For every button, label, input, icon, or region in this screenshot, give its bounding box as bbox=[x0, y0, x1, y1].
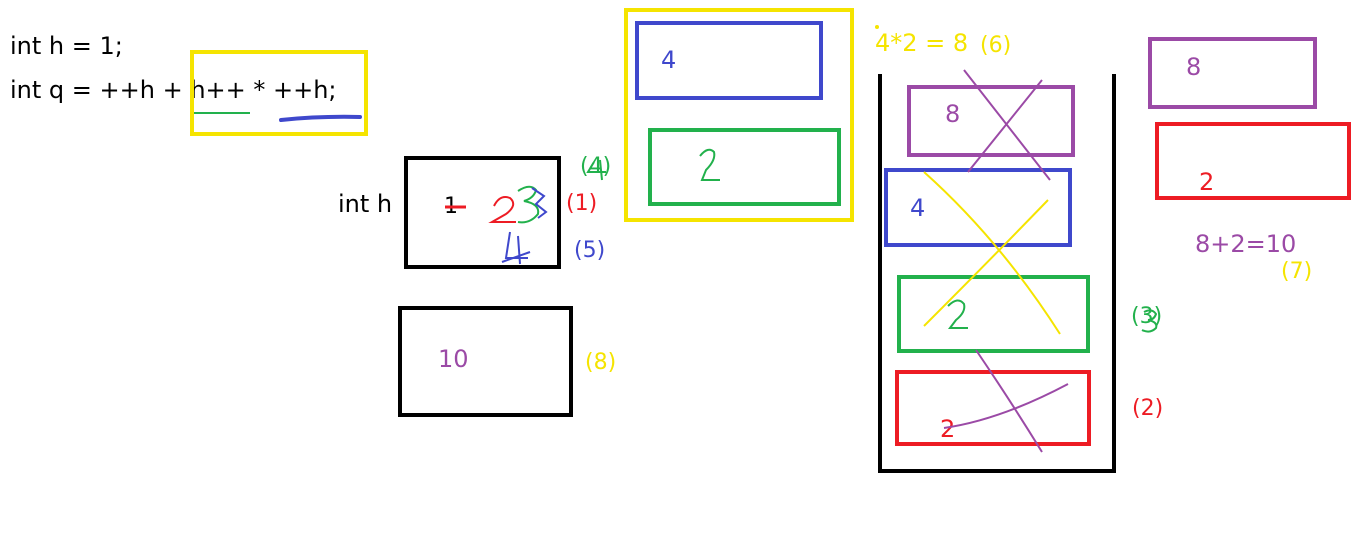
handwritten-3-green bbox=[517, 185, 540, 224]
step-2-label: (2) bbox=[1132, 396, 1164, 421]
stack-item-purple bbox=[907, 85, 1075, 157]
scribble-blue bbox=[531, 187, 548, 219]
handwritten-3-stack-green bbox=[1141, 309, 1158, 333]
operand-green-box bbox=[648, 128, 841, 206]
var-h-box bbox=[404, 156, 561, 269]
step-8-label: (8) bbox=[585, 350, 617, 375]
result-value: 10 bbox=[438, 345, 469, 373]
operand-stack bbox=[878, 74, 1116, 473]
step-7-label: (7) bbox=[1281, 259, 1313, 284]
stack-item-blue-value: 4 bbox=[910, 194, 926, 222]
handwritten-4-green bbox=[586, 159, 606, 181]
step-5-label: (5) bbox=[574, 238, 606, 263]
step-6-label: (6) bbox=[980, 33, 1012, 58]
right-purple-box bbox=[1148, 37, 1317, 109]
multiply-text: 4*2 = 8 bbox=[875, 29, 969, 57]
operand-blue-value: 4 bbox=[661, 46, 677, 74]
handwritten-2-stack-green bbox=[947, 299, 968, 329]
yellow-dot bbox=[875, 25, 879, 29]
cross-purple-stack-bottom bbox=[943, 349, 1069, 453]
handwritten-2-operand bbox=[699, 148, 720, 181]
cross-yellow-middle bbox=[923, 171, 1061, 335]
stack-item-purple-value: 8 bbox=[945, 100, 961, 128]
stack-item-red bbox=[895, 370, 1091, 446]
right-purple-value: 8 bbox=[1186, 53, 1202, 81]
stack-item-green bbox=[897, 275, 1090, 353]
operand-blue-box bbox=[635, 21, 823, 100]
highlight-box-expression bbox=[190, 50, 368, 136]
stack-item-red-value: 2 bbox=[940, 415, 956, 443]
underline-pre-inc-h bbox=[279, 114, 362, 122]
code-line-2: int q = ++h + h++ * ++h; bbox=[10, 76, 337, 104]
right-red-value: 2 bbox=[1199, 168, 1215, 196]
code-line-1: int h = 1; bbox=[10, 32, 123, 60]
cross-purple-stack-top bbox=[963, 69, 1051, 181]
var-h-label: int h bbox=[338, 190, 393, 218]
operand-group-box bbox=[624, 8, 854, 222]
right-red-box bbox=[1155, 122, 1351, 200]
handwritten-2-red bbox=[488, 196, 516, 223]
sum-text: 8+2=10 bbox=[1195, 230, 1297, 258]
result-q-box bbox=[398, 306, 573, 417]
step-1-label: (1) bbox=[566, 191, 598, 216]
handwritten-4-blue bbox=[501, 231, 531, 265]
stack-item-blue bbox=[884, 168, 1072, 247]
